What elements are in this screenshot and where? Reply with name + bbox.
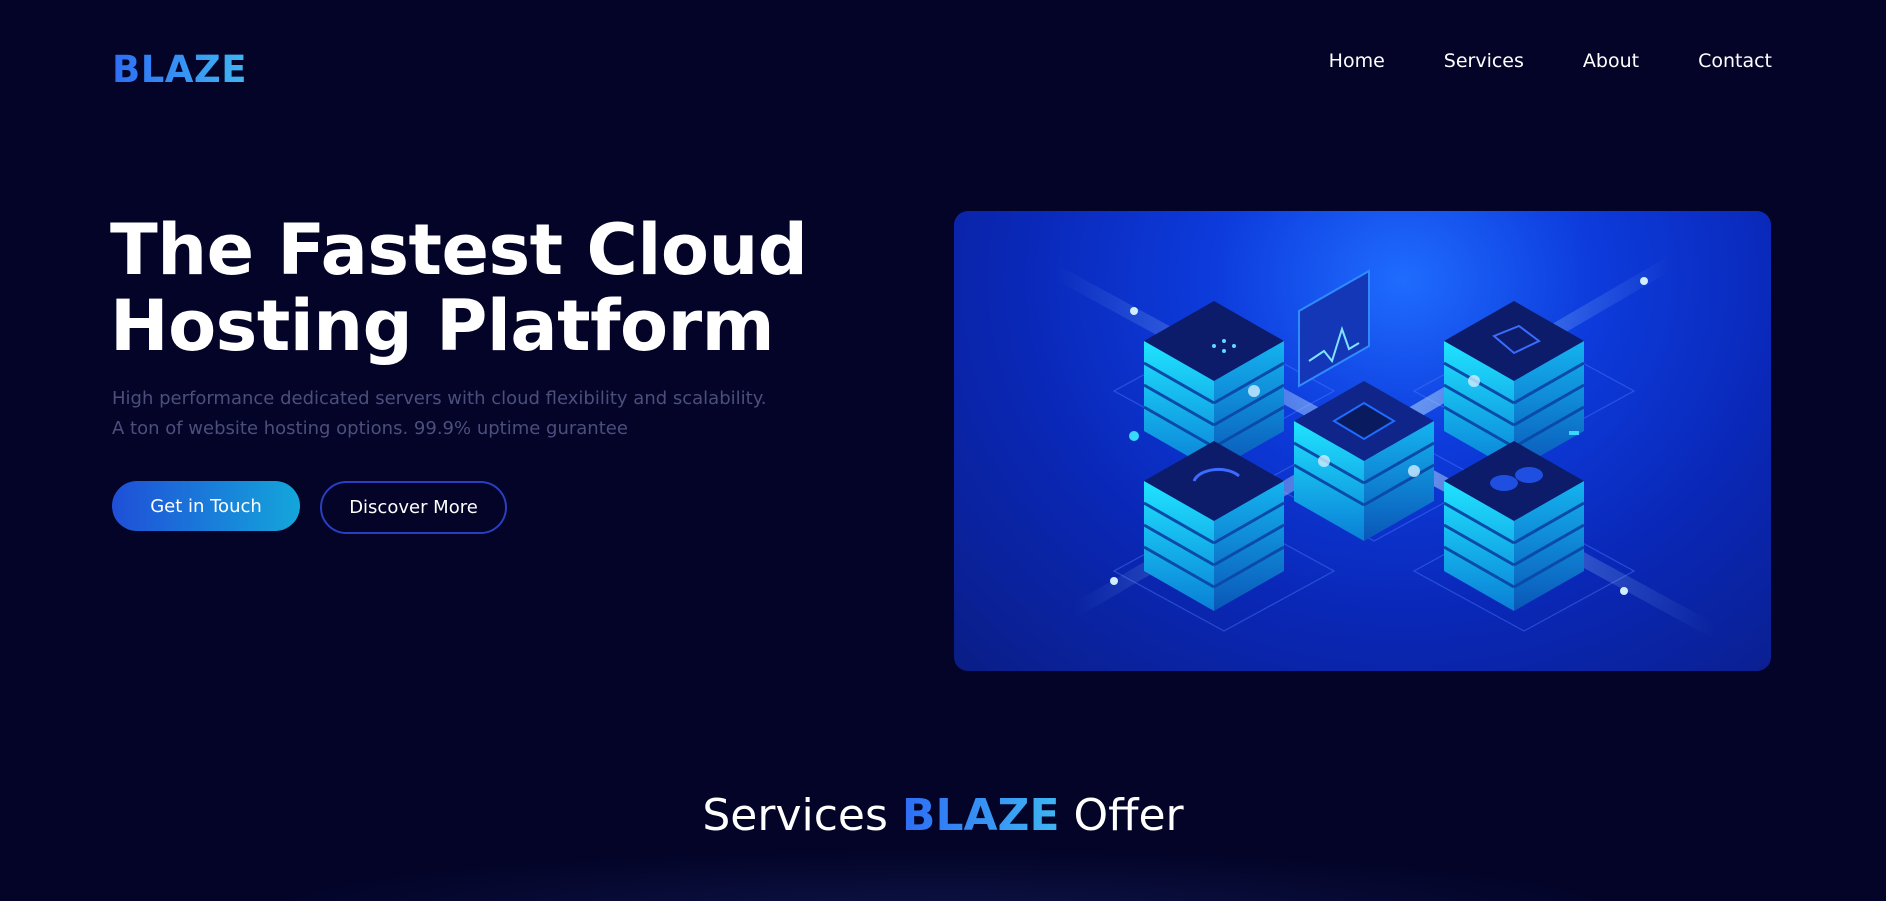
services-heading-brand: BLAZE (901, 790, 1060, 841)
server-racks-graphic (1047, 254, 1721, 638)
services-heading-prefix: Services (702, 790, 888, 841)
hero-subtitle-line-2: A ton of website hosting options. 99.9% … (112, 418, 628, 439)
main-nav: Home Services About Contact (1329, 50, 1772, 72)
brand-logo[interactable]: BLAZE (112, 48, 248, 91)
hero-subtitle: High performance dedicated servers with … (112, 384, 812, 444)
services-heading-suffix: Offer (1073, 790, 1184, 841)
hero-subtitle-line-1: High performance dedicated servers with … (112, 388, 767, 409)
nav-about[interactable]: About (1582, 50, 1640, 72)
hero-title-line-2: Hosting Platform (110, 285, 775, 367)
services-section-glow (250, 850, 1636, 901)
nav-home[interactable]: Home (1328, 50, 1385, 72)
nav-services[interactable]: Services (1443, 50, 1524, 72)
discover-more-button[interactable]: Discover More (320, 481, 507, 534)
server-illustration (954, 211, 1771, 671)
hero-title: The Fastest Cloud Hosting Platform (110, 212, 810, 364)
services-heading: Services BLAZE Offer (0, 790, 1886, 841)
hero-title-line-1: The Fastest Cloud (110, 209, 808, 291)
nav-contact[interactable]: Contact (1698, 50, 1772, 72)
get-in-touch-button[interactable]: Get in Touch (112, 481, 300, 531)
